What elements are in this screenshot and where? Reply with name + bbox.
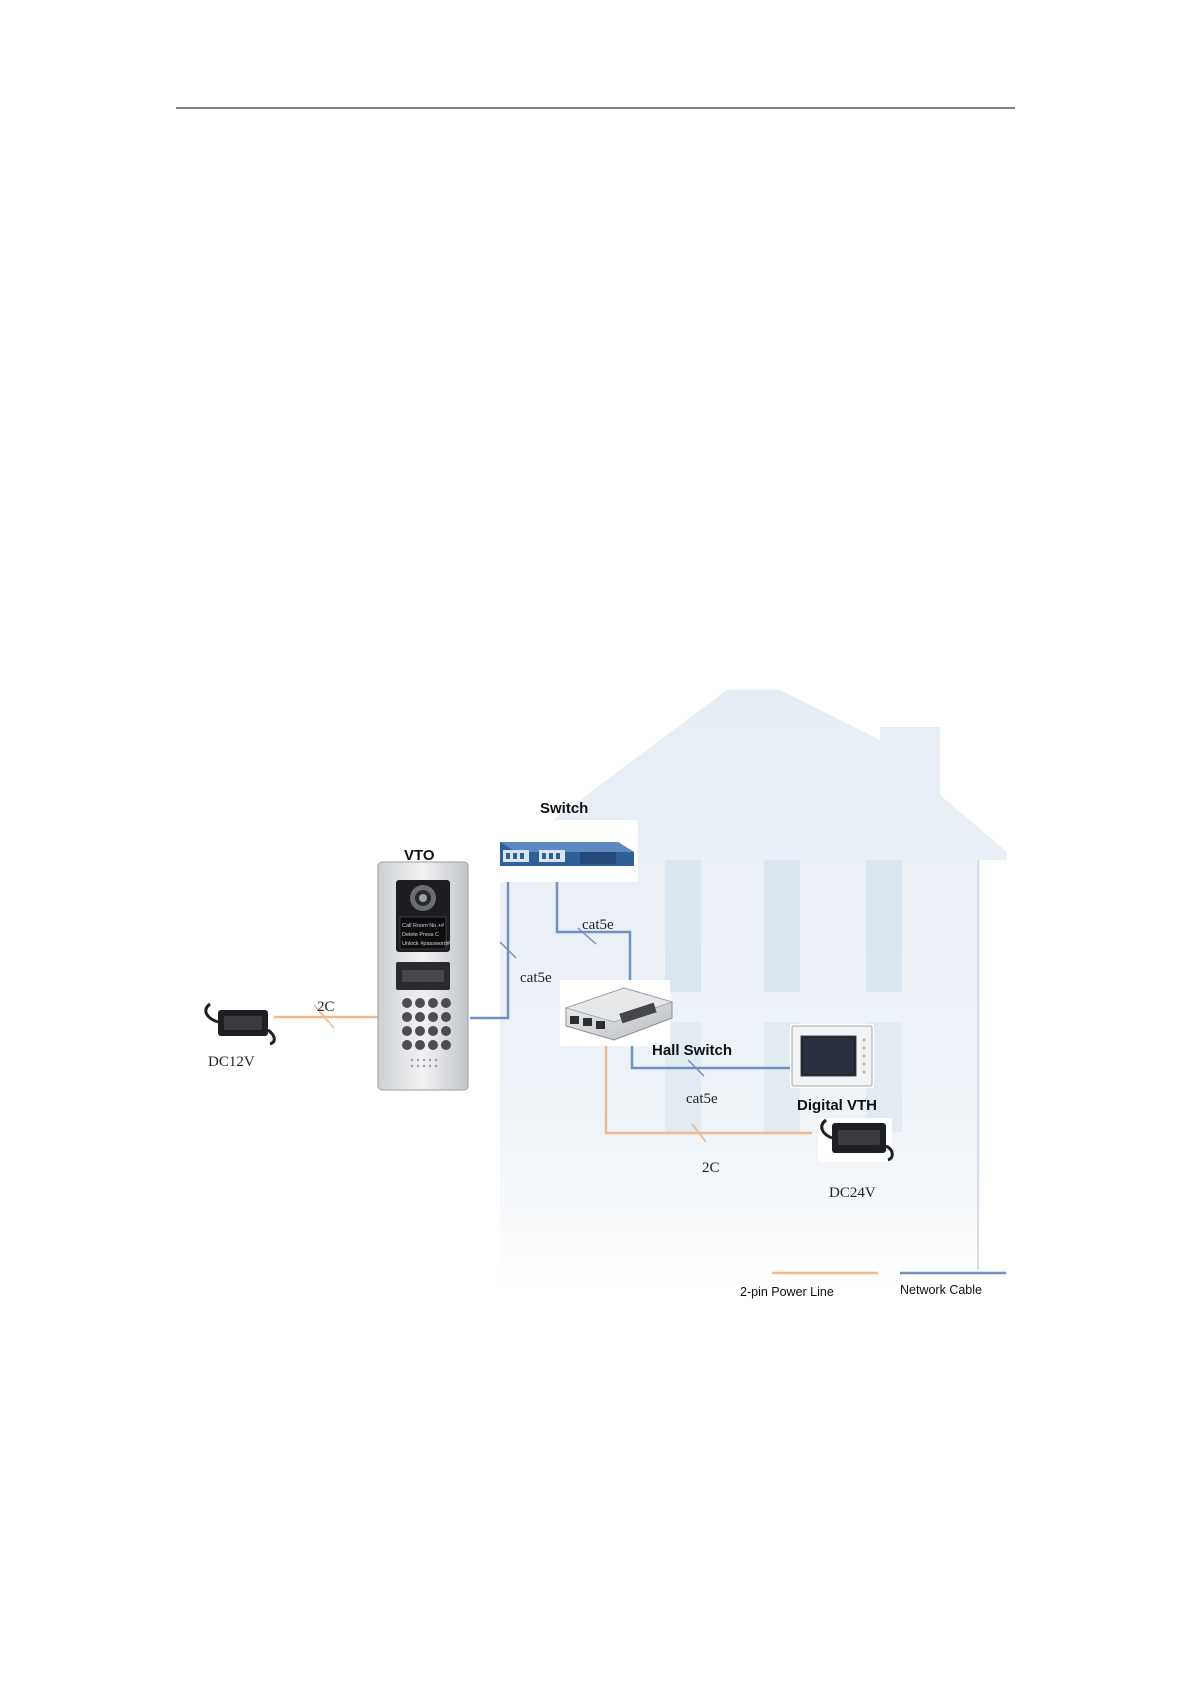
hall-switch-label: Hall Switch: [652, 1042, 732, 1059]
switch-label: Switch: [540, 800, 588, 817]
switch-device[interactable]: [493, 820, 638, 882]
psu-left-label: DC12V: [208, 1054, 255, 1070]
psu-left-device: [206, 1004, 274, 1044]
vto-label: VTO: [404, 847, 435, 864]
vto-device[interactable]: Call Room No.+# Delete Press C Unlock #p…: [378, 862, 468, 1090]
digital-vth-label: Digital VTH: [797, 1097, 877, 1114]
cable-label-vto-switch: cat5e: [520, 970, 552, 986]
vto-screen-line-3: Unlock #password#: [402, 941, 451, 947]
cable-label-hall-psu: 2C: [702, 1160, 720, 1176]
legend-network-label: Network Cable: [900, 1283, 982, 1297]
legend-power-label: 2-pin Power Line: [740, 1285, 834, 1299]
psu-right-device: [818, 1118, 892, 1162]
vto-screen-line-2: Delete Press C: [402, 932, 439, 938]
psu-right-label: DC24V: [829, 1185, 876, 1201]
vto-screen-line-1: Call Room No.+#: [402, 923, 445, 929]
digital-vth-device[interactable]: [790, 1024, 874, 1088]
cable-label-switch-hall: cat5e: [582, 917, 614, 933]
cable-label-vto-psu: 2C: [317, 999, 335, 1015]
hall-switch-device[interactable]: [560, 980, 672, 1046]
cable-label-hall-vth: cat5e: [686, 1091, 718, 1107]
